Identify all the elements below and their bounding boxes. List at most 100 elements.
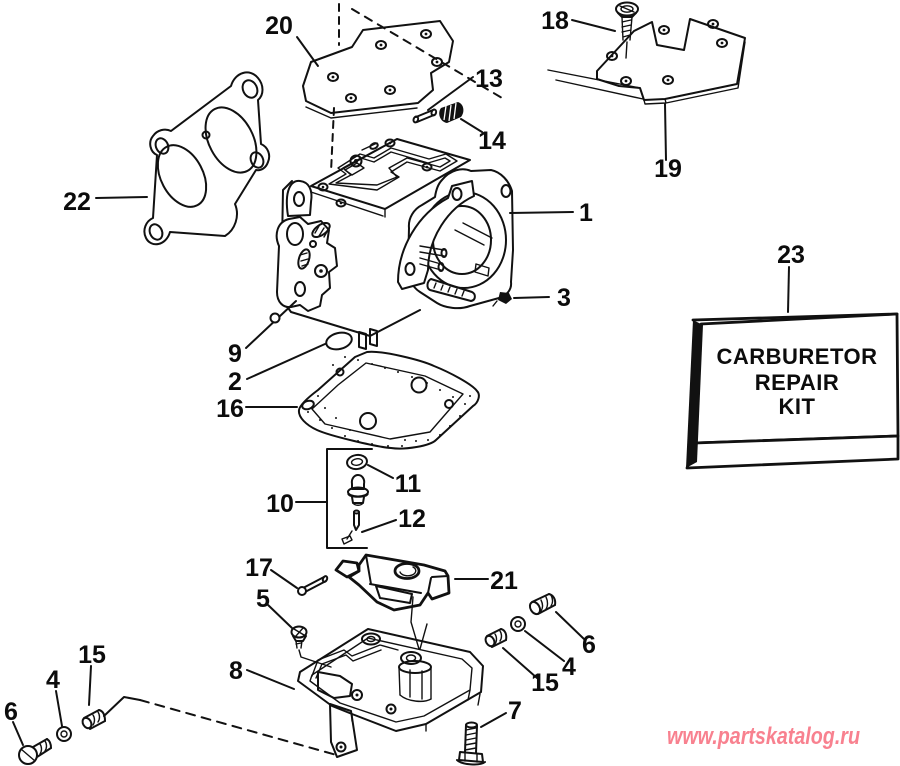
seat-foot-rim <box>352 502 364 506</box>
gasket-16-hole <box>410 376 428 394</box>
body-face-strap <box>397 180 475 290</box>
leader-18 <box>571 19 616 32</box>
clip-3-body <box>498 292 512 304</box>
flange-hole <box>294 281 306 297</box>
gasket-16-inner <box>311 362 464 440</box>
assembly-dashed-lines <box>103 3 503 757</box>
bowl-8-jet-tower <box>398 660 432 703</box>
part-label-15-left: 15 <box>78 641 106 669</box>
gasket-16-drawing <box>245 350 480 450</box>
flange-hatched-oblong <box>297 248 311 270</box>
part-label-12: 12 <box>398 505 426 533</box>
part-label-16: 16 <box>216 395 244 423</box>
screw-18-collar <box>617 12 637 18</box>
part-label-22: 22 <box>63 188 91 216</box>
plug-15l-back <box>98 709 106 722</box>
face-strap-hole <box>451 187 463 201</box>
needle-12-body <box>353 511 360 531</box>
part-label-6-right: 6 <box>582 631 596 659</box>
plate-19-screw-holes <box>606 19 728 86</box>
bowl-8-pointer <box>410 596 428 650</box>
float-21-drawing <box>334 553 489 612</box>
pin-13-drawing <box>412 76 474 124</box>
oring-11-drawing <box>346 453 394 479</box>
kit-box-left-side <box>686 320 703 468</box>
leader-23 <box>787 266 790 313</box>
flange-boss <box>314 264 328 278</box>
bowl-8-screw-boss <box>385 703 397 715</box>
ball-9-drawing <box>245 300 297 349</box>
bowl-8-boss-hole <box>405 654 417 662</box>
plug-15l-face <box>81 716 93 730</box>
oring-11-outer <box>346 453 368 471</box>
body-pump-track-inner <box>335 151 451 186</box>
ring-4-right-drawing <box>510 616 565 662</box>
float-21-step <box>375 585 413 604</box>
bowl-8-inner-rim <box>309 637 473 723</box>
bolt-7-head <box>458 751 484 763</box>
screw-5-collar <box>292 635 307 642</box>
part-label-18: 18 <box>541 7 569 35</box>
plate-20-edge <box>305 106 418 119</box>
leader-2 <box>246 343 326 380</box>
bolt-6l-slot <box>20 748 36 762</box>
body-top-cover <box>310 138 471 210</box>
bowl-8-boss <box>361 632 381 646</box>
plug-15r-threads <box>494 630 503 645</box>
spring-14-ridges <box>443 102 457 122</box>
bowl-8-tab <box>329 703 358 758</box>
flange-port <box>286 222 304 246</box>
leader-1 <box>509 211 574 214</box>
seat-flange-rim <box>347 493 369 498</box>
part-label-3: 3 <box>557 284 571 312</box>
needle-12-clip <box>341 535 353 545</box>
part-label-15-right: 15 <box>531 669 559 697</box>
screw-18-drawing <box>571 1 639 59</box>
body-bottom-studs <box>358 328 378 350</box>
dashed-axis-diagonal <box>351 8 503 99</box>
leader-3 <box>513 296 550 299</box>
bowl-8-drawing <box>246 596 484 758</box>
face-ear-hole <box>500 184 512 198</box>
float-21-inner-lines <box>365 554 449 594</box>
plate-20-outline <box>302 20 454 114</box>
plug-15l-threads <box>92 711 101 726</box>
bolt-7-tip <box>465 721 478 729</box>
part-label-7: 7 <box>508 697 522 725</box>
watermark-url: www.partskatalog.ru <box>667 723 860 750</box>
body-top-cover-edge <box>310 191 386 218</box>
bolt-6-left-drawing <box>12 721 52 765</box>
pin-13-end <box>430 108 438 117</box>
needle-seat-drawing <box>347 474 369 506</box>
float-21-boss-inner <box>399 566 417 577</box>
part-label-4-right: 4 <box>562 653 576 681</box>
leader-6-right <box>555 611 585 640</box>
dashed-axis-vertical-bottom <box>330 107 335 173</box>
seat-foot <box>351 496 365 504</box>
leader-22 <box>95 196 148 199</box>
gasket-22-bolt-hole <box>249 151 265 169</box>
flange-hole-small <box>309 240 317 248</box>
body-studs <box>419 245 448 272</box>
screw-5-drawing <box>266 603 332 668</box>
ring-4l-outer <box>56 726 72 742</box>
bolt-7-drawing <box>456 712 507 766</box>
part-label-21: 21 <box>490 567 518 595</box>
gasket-22-bore-upper <box>204 106 258 174</box>
kit-box-line-1: CARBURETOR <box>716 344 877 369</box>
gasket-16-outline <box>297 350 480 450</box>
plug-15r-back <box>500 628 508 641</box>
needle-12-drawing <box>341 509 397 545</box>
pin-17-end <box>321 575 329 583</box>
float-21-boss <box>393 562 421 580</box>
part-label-23: 23 <box>777 241 805 269</box>
body-throttle-lever <box>344 142 379 176</box>
leader-15-right <box>502 647 538 679</box>
leader-4-right <box>524 630 565 662</box>
flange-hole <box>293 191 305 207</box>
leader-13 <box>427 76 474 111</box>
face-strap-hole <box>404 262 416 276</box>
gasket-22-outline <box>143 71 271 246</box>
oval-plug-2 <box>325 331 353 351</box>
